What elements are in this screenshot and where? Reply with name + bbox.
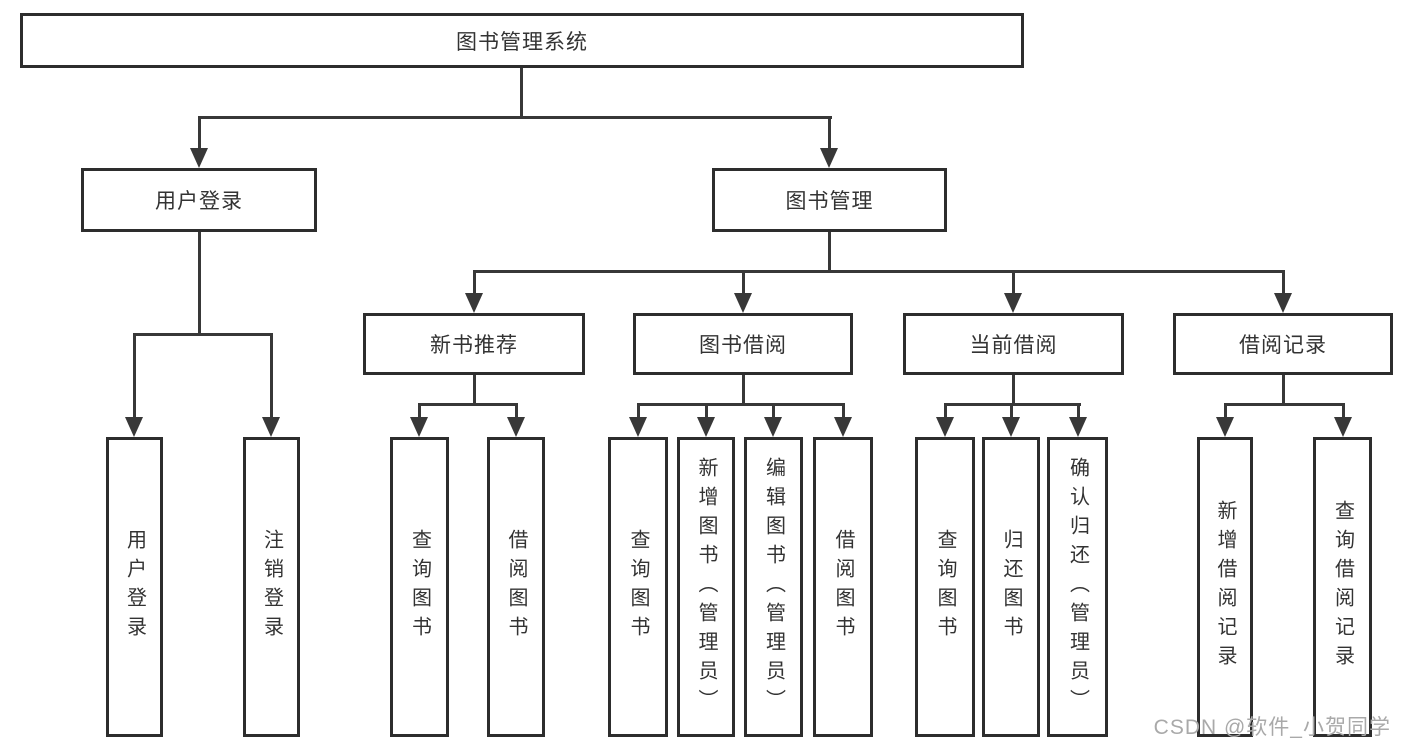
connector-line — [473, 375, 476, 406]
leaf-query-books-borrowing: 查询图书 — [608, 437, 668, 737]
connector-line — [133, 333, 136, 419]
arrow-down-icon — [697, 417, 715, 437]
node-library-management-system: 图书管理系统 — [20, 13, 1024, 68]
arrow-down-icon — [1002, 417, 1020, 437]
connector-line — [705, 403, 708, 419]
connector-line — [742, 375, 745, 406]
arrow-down-icon — [629, 417, 647, 437]
connector-line — [828, 116, 831, 150]
connector-line — [1224, 403, 1345, 406]
leaf-borrow-books-recommend: 借阅图书 — [487, 437, 545, 737]
connector-line — [1012, 270, 1015, 296]
connector-line — [1010, 403, 1013, 419]
node-book-borrowing: 图书借阅 — [633, 313, 853, 375]
leaf-query-books-current: 查询图书 — [915, 437, 975, 737]
connector-line — [198, 232, 201, 335]
connector-line — [637, 403, 845, 406]
connector-line — [1224, 403, 1227, 419]
leaf-return-books: 归还图书 — [982, 437, 1040, 737]
connector-line — [198, 116, 201, 150]
connector-line — [1342, 403, 1345, 419]
arrow-down-icon — [820, 148, 838, 168]
node-user-login: 用户登录 — [81, 168, 317, 232]
connector-line — [944, 403, 947, 419]
connector-line — [1077, 403, 1080, 419]
connector-line — [515, 403, 518, 419]
arrow-down-icon — [834, 417, 852, 437]
leaf-edit-books-admin: 编辑图书（管理员） — [744, 437, 803, 737]
arrow-down-icon — [764, 417, 782, 437]
arrow-down-icon — [262, 417, 280, 437]
leaf-query-borrow-record: 查询借阅记录 — [1313, 437, 1372, 737]
leaf-add-books-admin: 新增图书（管理员） — [677, 437, 735, 737]
connector-line — [473, 270, 476, 296]
csdn-watermark: CSDN @软件_小贺同学 — [1153, 716, 1391, 739]
connector-line — [198, 116, 832, 119]
arrow-down-icon — [190, 148, 208, 168]
arrow-down-icon — [1069, 417, 1087, 437]
arrow-down-icon — [936, 417, 954, 437]
connector-line — [418, 403, 421, 419]
arrow-down-icon — [1274, 293, 1292, 313]
node-book-management: 图书管理 — [712, 168, 947, 232]
leaf-borrow-books: 借阅图书 — [813, 437, 873, 737]
leaf-query-books-recommend: 查询图书 — [390, 437, 449, 737]
connector-line — [637, 403, 640, 419]
connector-line — [1282, 270, 1285, 296]
arrow-down-icon — [410, 417, 428, 437]
node-new-book-recommend: 新书推荐 — [363, 313, 585, 375]
node-borrowing-records: 借阅记录 — [1173, 313, 1393, 375]
connector-line — [133, 333, 273, 336]
leaf-logout: 注销登录 — [243, 437, 300, 737]
connector-line — [1282, 375, 1285, 406]
connector-line — [1012, 375, 1015, 406]
arrow-down-icon — [1334, 417, 1352, 437]
leaf-user-login: 用户登录 — [106, 437, 163, 737]
arrow-down-icon — [465, 293, 483, 313]
arrow-down-icon — [125, 417, 143, 437]
connector-line — [842, 403, 845, 419]
connector-line — [473, 270, 1285, 273]
connector-line — [270, 333, 273, 419]
connector-line — [742, 270, 745, 296]
connector-line — [772, 403, 775, 419]
arrow-down-icon — [734, 293, 752, 313]
node-current-borrowing: 当前借阅 — [903, 313, 1124, 375]
arrow-down-icon — [1004, 293, 1022, 313]
leaf-confirm-return-admin: 确认归还（管理员） — [1047, 437, 1108, 737]
arrow-down-icon — [1216, 417, 1234, 437]
connector-line — [418, 403, 518, 406]
connector-line — [520, 68, 523, 118]
leaf-add-borrow-record: 新增借阅记录 — [1197, 437, 1253, 737]
connector-line — [828, 232, 831, 273]
arrow-down-icon — [507, 417, 525, 437]
